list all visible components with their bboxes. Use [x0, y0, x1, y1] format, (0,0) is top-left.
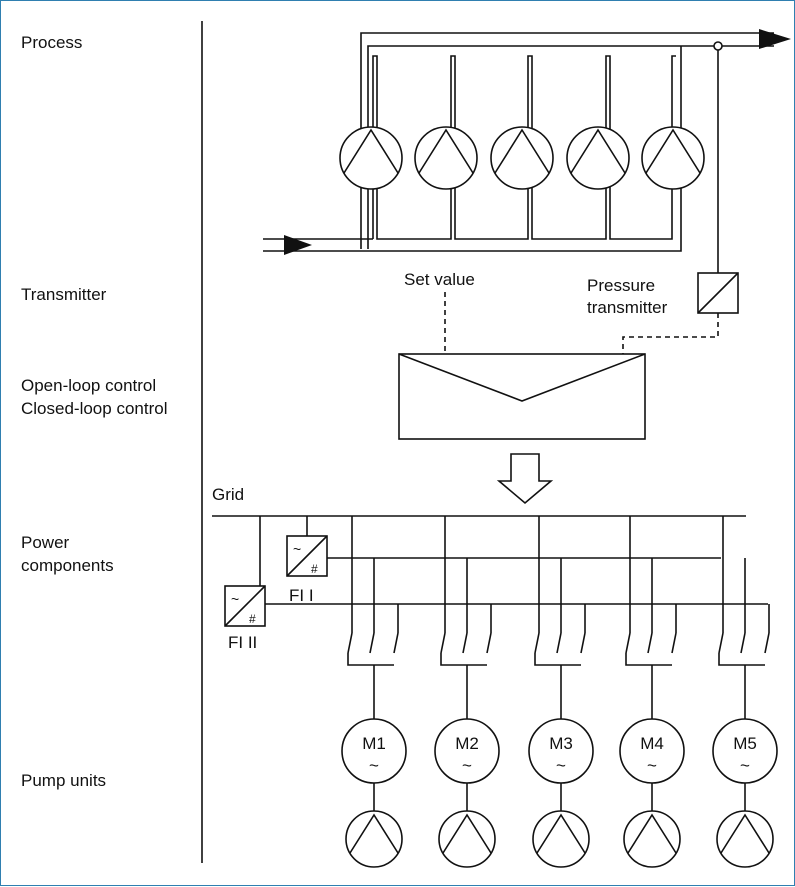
motor-label: M1	[362, 734, 386, 753]
stage-power-label: Power	[21, 533, 70, 552]
switch-contact	[718, 632, 724, 654]
switch-contact	[534, 632, 540, 654]
motor-label: M2	[455, 734, 479, 753]
motor-label: M3	[549, 734, 573, 753]
switch-output	[534, 653, 581, 666]
outlet-arrow	[759, 29, 791, 49]
motor-unit: M3 ~	[528, 516, 594, 868]
pump-unit	[623, 810, 681, 868]
switch-contact	[671, 632, 677, 654]
signal-lines	[444, 292, 719, 354]
motor-unit: M4 ~	[619, 516, 685, 868]
suction-header	[263, 46, 682, 252]
switch-contact	[647, 632, 653, 654]
motor-symbol: ~	[556, 756, 566, 775]
converter-fi-1	[286, 535, 328, 577]
inlet-arrow	[284, 235, 312, 255]
pressure-label: Pressure	[587, 276, 656, 295]
switch-output	[440, 653, 487, 666]
switch-contact	[580, 632, 586, 654]
motor-label: M5	[733, 734, 757, 753]
switch-contact	[625, 632, 631, 654]
svg-text:~: ~	[293, 541, 301, 557]
process-pump	[641, 126, 705, 190]
switch-contact	[486, 632, 492, 654]
motor-symbol: ~	[740, 756, 750, 775]
controller-box	[398, 353, 646, 440]
fi-2-label: FI II	[228, 633, 258, 652]
switch-output	[718, 653, 765, 666]
motor-symbol: ~	[647, 756, 657, 775]
grid-label: Grid	[212, 485, 245, 504]
svg-text:~: ~	[231, 591, 239, 607]
process-pump	[339, 126, 403, 190]
set-value-label: Set value	[404, 270, 475, 289]
pump-unit	[345, 810, 403, 868]
switch-contact	[369, 632, 375, 654]
stage-transmitter-label: Transmitter	[21, 285, 107, 304]
motor-unit: M5 ~	[712, 516, 778, 868]
stage-components-label: components	[21, 556, 114, 575]
pump-unit	[532, 810, 590, 868]
switch-contact	[740, 632, 746, 654]
switch-output	[347, 653, 394, 666]
stage-process-label: Process	[21, 33, 83, 52]
command-arrow	[496, 453, 554, 505]
switch-contact	[393, 632, 399, 654]
svg-text:#: #	[311, 562, 318, 576]
switch-contact	[347, 632, 353, 654]
motor-unit: M1 ~	[341, 516, 407, 868]
stage-pump-units-label: Pump units	[21, 771, 107, 790]
switch-contact	[440, 632, 446, 654]
transmitter-label: transmitter	[587, 298, 668, 317]
converter-fi-2	[224, 585, 266, 627]
pressure-tap	[713, 41, 723, 51]
pump-unit	[438, 810, 496, 868]
process-pump	[414, 126, 478, 190]
switch-contact	[556, 632, 562, 654]
pump-unit	[716, 810, 774, 868]
process-pump	[490, 126, 554, 190]
motor-symbol: ~	[462, 756, 472, 775]
motor-symbol: ~	[369, 756, 379, 775]
process-pump	[566, 126, 630, 190]
fi-1-label: FI I	[289, 586, 314, 605]
stage-closed-loop-label: Closed-loop control	[21, 399, 168, 418]
svg-text:#: #	[249, 612, 256, 626]
motor-unit: M2 ~	[434, 516, 500, 868]
stage-open-loop-label: Open-loop control	[21, 376, 157, 395]
motor-label: M4	[640, 734, 664, 753]
converter-glyphs: ~ # ~ #	[231, 541, 318, 626]
pressure-transmitter-box	[697, 272, 739, 314]
switch-contact	[462, 632, 468, 654]
switch-contact	[764, 632, 770, 654]
switch-output	[625, 653, 672, 666]
